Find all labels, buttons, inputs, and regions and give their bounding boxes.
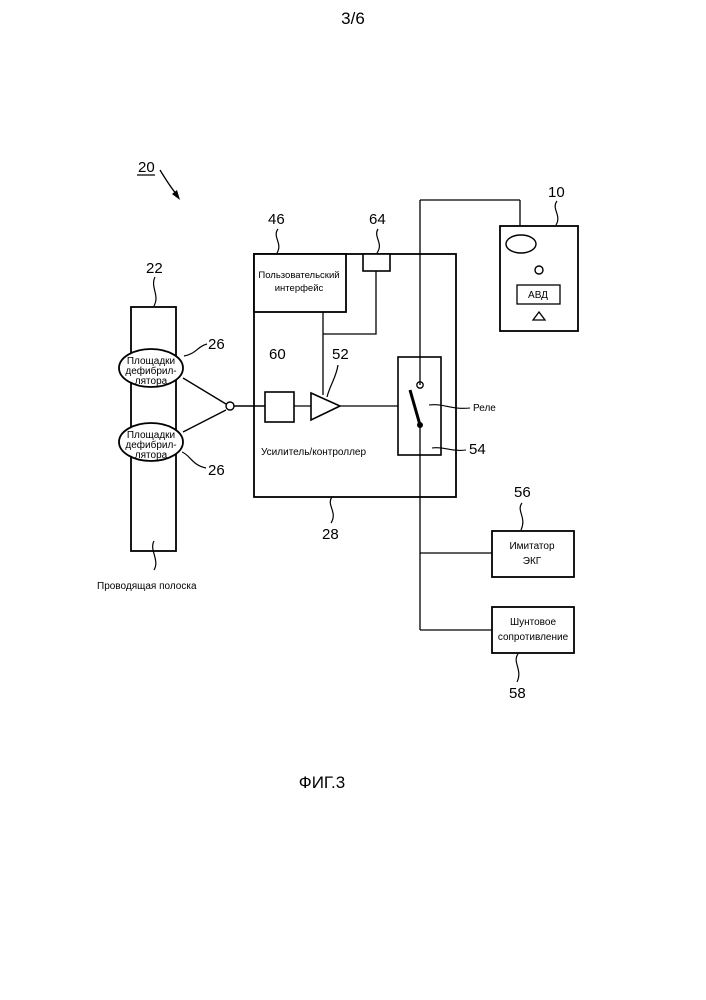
ref-52: 52 bbox=[332, 346, 349, 363]
ref-54: 54 bbox=[469, 441, 486, 458]
aed-label: АВД bbox=[528, 290, 548, 301]
ref-26-bottom-leader bbox=[182, 452, 206, 468]
ui-line1: Пользовательский bbox=[258, 270, 339, 281]
shunt-line1: Шунтовое bbox=[510, 617, 556, 628]
box-64 bbox=[363, 254, 390, 271]
box-60 bbox=[265, 392, 294, 422]
ref-46: 46 bbox=[268, 211, 285, 228]
shunt-resistance-box bbox=[492, 607, 574, 653]
figure-caption: ФИГ.3 bbox=[299, 773, 345, 792]
pad-bottom-line3: лятора bbox=[135, 450, 168, 461]
page-number: 3/6 bbox=[341, 9, 365, 28]
ref-20-arrow-head bbox=[172, 190, 180, 200]
relay-label: Реле bbox=[473, 403, 496, 414]
ref-56: 56 bbox=[514, 484, 531, 501]
ref-64: 64 bbox=[369, 211, 386, 228]
ref-26-top-leader bbox=[184, 344, 207, 356]
ref-20: 20 bbox=[138, 159, 155, 176]
ref-22: 22 bbox=[146, 260, 163, 277]
junction-node bbox=[226, 402, 234, 410]
shunt-line2: сопротивление bbox=[498, 632, 569, 643]
ref-58-leader bbox=[516, 654, 519, 682]
ref-56-leader bbox=[520, 503, 523, 530]
ecg-simulator-box bbox=[492, 531, 574, 577]
controller-label: Усилитель/контроллер bbox=[261, 447, 366, 458]
ecg-line2: ЭКГ bbox=[523, 556, 542, 567]
ref-26-bottom: 26 bbox=[208, 462, 225, 479]
wire-pad-bottom bbox=[183, 410, 226, 432]
ecg-line1: Имитатор bbox=[509, 541, 554, 552]
pad-top-line3: лятора bbox=[135, 376, 168, 387]
ref-64-leader bbox=[377, 229, 380, 253]
ui-line2: интерфейс bbox=[275, 283, 324, 294]
ref-58: 58 bbox=[509, 685, 526, 702]
ref-60: 60 bbox=[269, 346, 286, 363]
strip-label: Проводящая полоска bbox=[97, 581, 197, 592]
ref-28-leader bbox=[330, 497, 333, 523]
ref-46-leader bbox=[276, 229, 279, 253]
ref-10-leader bbox=[555, 201, 558, 225]
ref-26-top: 26 bbox=[208, 336, 225, 353]
aed-connector bbox=[506, 235, 536, 253]
ref-28: 28 bbox=[322, 526, 339, 543]
ref-10: 10 bbox=[548, 184, 565, 201]
aed-indicator bbox=[535, 266, 543, 274]
ref-52-leader bbox=[327, 365, 338, 397]
ref-22-leader bbox=[154, 277, 156, 306]
wire-pad-top bbox=[183, 378, 226, 404]
ref-20-group: 20 bbox=[137, 159, 180, 200]
amplifier-triangle bbox=[311, 393, 340, 420]
